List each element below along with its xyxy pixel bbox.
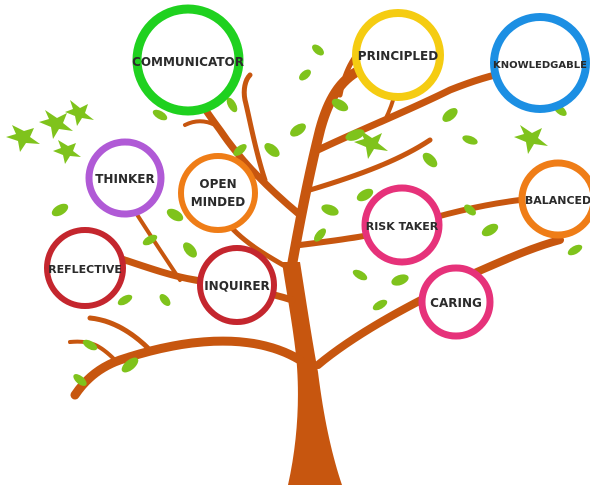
leaf xyxy=(166,208,184,222)
trait-ring xyxy=(352,9,444,101)
trait-reflective: REFLECTIVE xyxy=(44,227,126,309)
trait-ring xyxy=(85,138,165,218)
leaf xyxy=(264,143,280,157)
bird-icon xyxy=(65,100,94,126)
tree xyxy=(68,35,564,485)
leaf xyxy=(159,294,171,306)
trait-communicator: COMMUNICATOR xyxy=(132,4,244,116)
trait-label: REFLECTIVE xyxy=(48,263,122,276)
trait-label: THINKER xyxy=(95,172,154,186)
branch-upper-left-2 xyxy=(241,72,268,183)
tree-trunk xyxy=(282,262,342,485)
leaf xyxy=(142,234,158,246)
leaf xyxy=(321,204,339,216)
branch-left-low-2 xyxy=(87,315,153,353)
trait-ring xyxy=(132,4,244,116)
trait-label-line2: MINDED xyxy=(191,195,246,209)
branch-upper-right-2 xyxy=(307,137,433,193)
leaf xyxy=(345,129,365,141)
leaf xyxy=(352,269,368,281)
trait-ring xyxy=(361,184,443,266)
bird-icon xyxy=(39,110,73,139)
leaf xyxy=(391,274,409,286)
leaf xyxy=(299,69,311,81)
trait-risk-taker: RISK TAKER xyxy=(361,184,443,266)
trait-ring xyxy=(418,264,494,340)
bird-icon xyxy=(53,140,81,164)
trait-caring: CARING xyxy=(418,264,494,340)
bird-icon xyxy=(354,130,388,159)
leaf xyxy=(117,294,133,306)
leaf xyxy=(481,223,499,237)
trait-ring xyxy=(197,245,277,325)
branch-left-low xyxy=(70,336,305,400)
trait-label: KNOWLEDGABLE xyxy=(493,60,587,71)
leaf xyxy=(290,123,306,137)
trait-thinker: THINKER xyxy=(85,138,165,218)
leaf xyxy=(314,228,326,242)
leaf xyxy=(464,204,476,216)
leaf xyxy=(312,44,324,56)
trait-label: RISK TAKER xyxy=(366,220,439,233)
leaf xyxy=(567,244,583,256)
trait-label: PRINCIPLED xyxy=(358,49,438,63)
leaf xyxy=(121,357,139,373)
leaf xyxy=(73,374,87,386)
trait-label-line1: OPEN xyxy=(199,177,236,191)
leaf xyxy=(233,144,247,156)
leaf xyxy=(356,188,374,202)
birds xyxy=(6,100,548,164)
leaves xyxy=(51,44,583,386)
trait-label: CARING xyxy=(430,296,482,310)
leaf xyxy=(331,98,349,112)
bird-icon xyxy=(514,125,548,154)
leaf xyxy=(422,152,438,168)
leaf xyxy=(51,203,69,217)
trait-ring xyxy=(490,13,590,113)
trait-knowledgable: KNOWLEDGABLE xyxy=(490,13,590,113)
trait-ring xyxy=(178,153,258,233)
leaf xyxy=(82,339,98,351)
branch-upper-left-3 xyxy=(183,119,217,127)
leaf xyxy=(183,242,197,258)
leaf xyxy=(442,108,458,122)
trait-ring xyxy=(44,227,126,309)
trait-label: BALANCED xyxy=(525,194,590,207)
leaf xyxy=(462,135,478,145)
trait-label: INQUIRER xyxy=(204,279,270,293)
leaf xyxy=(372,299,388,311)
trait-principled: PRINCIPLED xyxy=(352,9,444,101)
trait-label: COMMUNICATOR xyxy=(132,55,244,69)
trait-open-minded: OPEN MINDED xyxy=(178,153,258,233)
trait-balanced: BALANCED xyxy=(518,159,590,239)
trait-ring xyxy=(518,159,590,239)
trait-inquirer: INQUIRER xyxy=(197,245,277,325)
bird-icon xyxy=(6,125,40,152)
leaf xyxy=(226,97,238,113)
leaf xyxy=(152,109,168,121)
